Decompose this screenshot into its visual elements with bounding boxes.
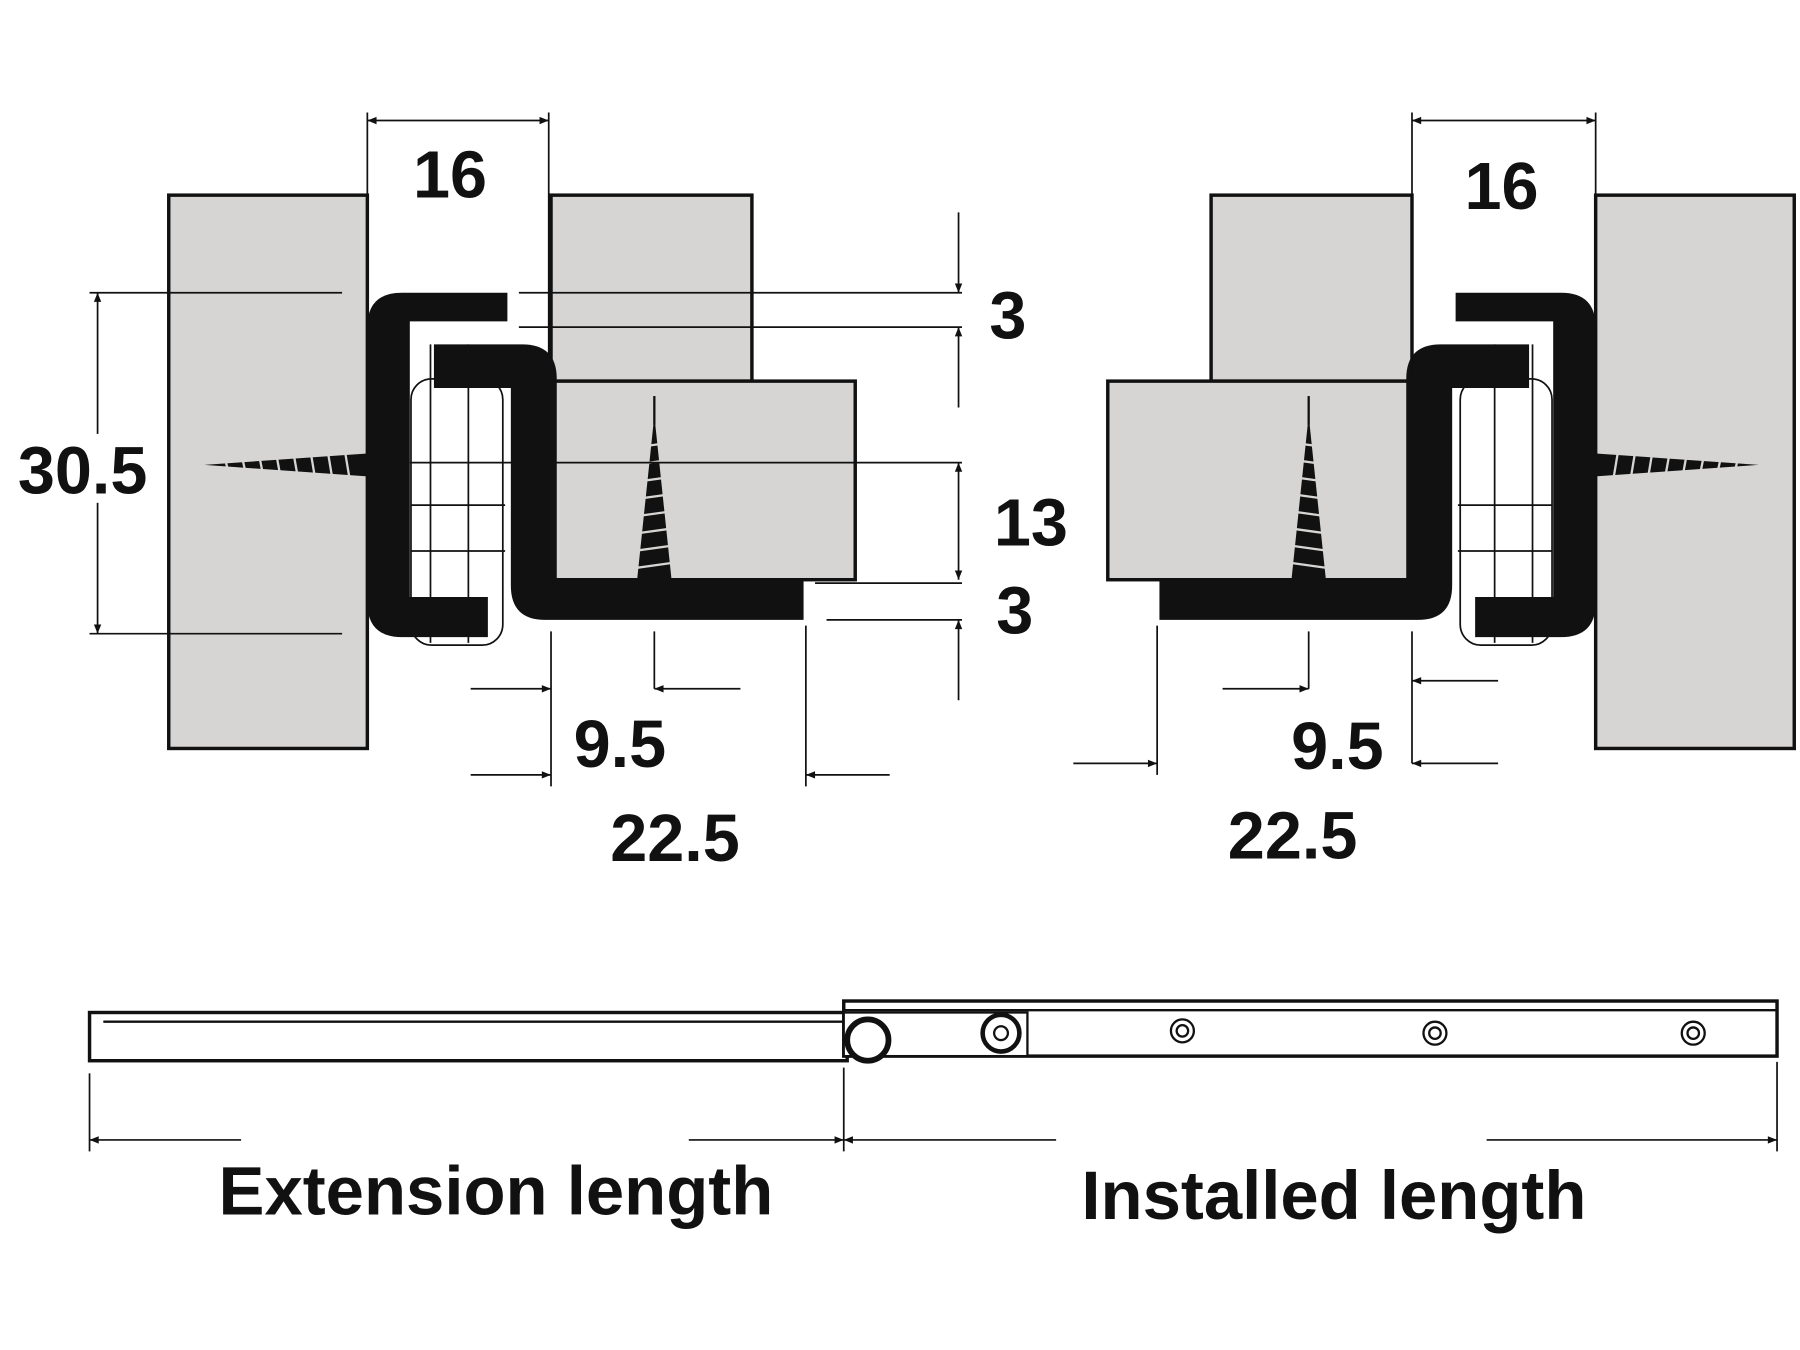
right-dimensions: 16 9.5 22.5 — [1073, 112, 1597, 874]
installed-length-label: Installed length — [1081, 1157, 1586, 1234]
screw-hole-icon — [1169, 1018, 1196, 1044]
left-dimensions: 16 30.5 3 13 3 9.5 22.5 — [0, 112, 1068, 876]
screw-hole-icon — [1680, 1020, 1706, 1046]
dim-width-label: 16 — [413, 138, 487, 212]
dim-depth-label: 22.5 — [610, 802, 740, 876]
slide-side-view: Extension length Installed length — [87, 999, 1779, 1234]
left-cross-section — [167, 193, 857, 751]
dim-top-gap-label: 3 — [989, 280, 1026, 354]
right-cross-section — [1106, 193, 1796, 751]
dim-offset-label: 9.5 — [574, 708, 667, 782]
roller-icon — [844, 1016, 892, 1064]
dim-bottom-gap-label: 3 — [996, 575, 1033, 649]
screw-hole-icon — [1422, 1020, 1448, 1046]
dim-offset-label: 9.5 — [1291, 710, 1384, 784]
dim-width-label: 16 — [1464, 150, 1538, 224]
dim-middle-label: 13 — [994, 486, 1068, 560]
extension-member — [87, 1010, 849, 1063]
roller-icon — [980, 1012, 1022, 1054]
dim-height-label: 30.5 — [18, 435, 148, 509]
extension-length-label: Extension length — [219, 1153, 774, 1230]
dim-depth-label: 22.5 — [1228, 800, 1358, 874]
